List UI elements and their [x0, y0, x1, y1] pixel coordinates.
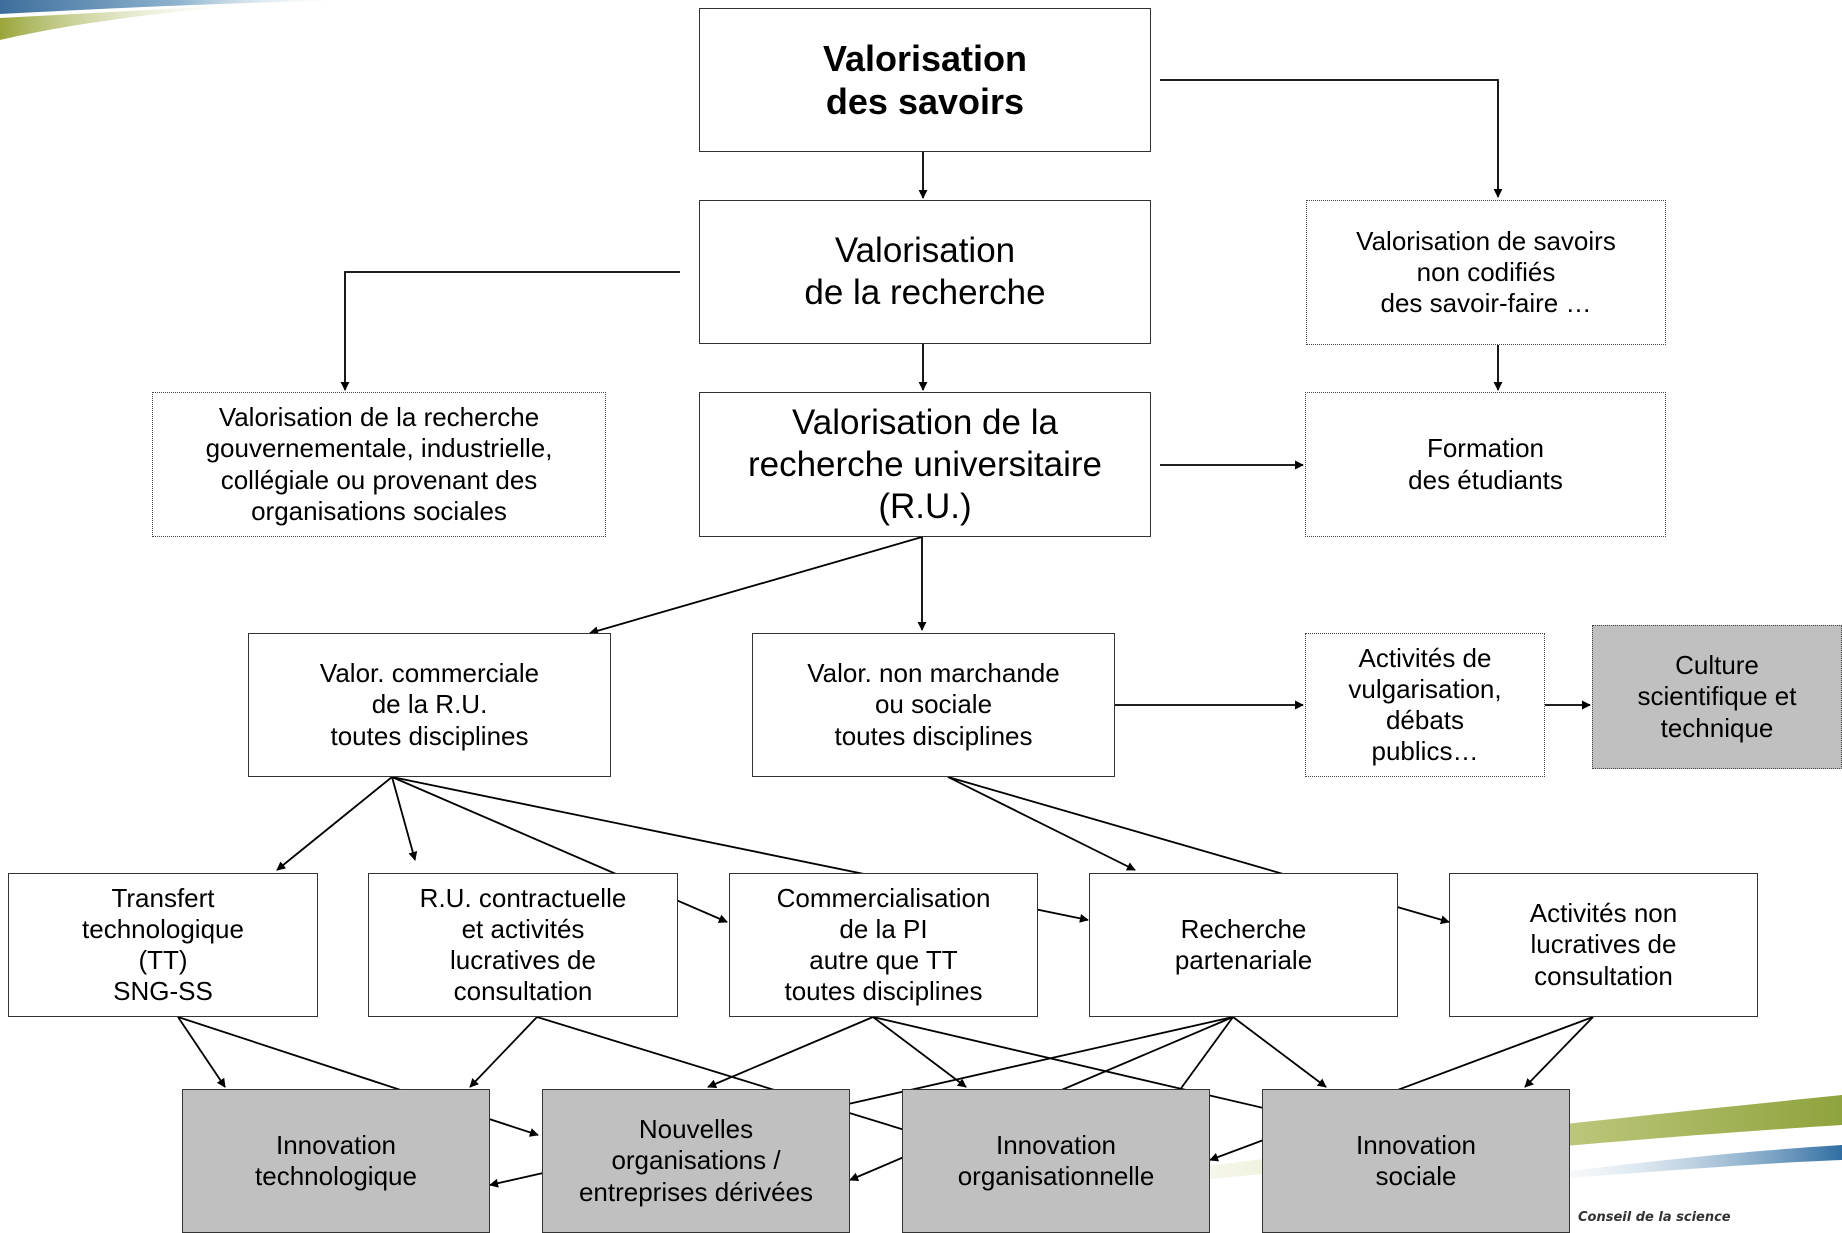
node-formation-etudiants: Formation des étudiants — [1305, 392, 1666, 537]
node-label: Valorisation de la recherche gouvernemen… — [205, 402, 553, 526]
node-label: Recherche partenariale — [1174, 913, 1313, 975]
node-innovation-technologique: Innovation technologique — [182, 1089, 490, 1233]
node-innovation-organisationnelle: Innovation organisationnelle — [902, 1089, 1210, 1233]
node-label: Valor. commerciale de la R.U. toutes dis… — [319, 658, 540, 751]
node-label: Culture scientifique et technique — [1637, 650, 1797, 743]
node-savoirs-non-codifies: Valorisation de savoirs non codifiés des… — [1306, 200, 1666, 345]
node-label: Valorisation de la recherche universitai… — [747, 402, 1103, 526]
node-label: Valor. non marchande ou sociale toutes d… — [807, 658, 1060, 751]
node-recherche-universitaire: Valorisation de la recherche universitai… — [699, 392, 1151, 537]
node-label: Activités de vulgarisation, débats publi… — [1348, 642, 1502, 767]
node-label: Valorisation des savoirs — [822, 37, 1028, 122]
node-label: Transfert technologique (TT) SNG-SS — [82, 882, 244, 1007]
node-transfert-technologique: Transfert technologique (TT) SNG-SS — [8, 873, 318, 1017]
node-recherche-gouvernementale: Valorisation de la recherche gouvernemen… — [152, 392, 606, 537]
node-label: Valorisation de la recherche — [804, 231, 1046, 312]
node-label: Activités non lucratives de consultation — [1529, 898, 1678, 991]
node-valor-non-marchande: Valor. non marchande ou sociale toutes d… — [752, 633, 1115, 777]
node-nouvelles-organisations: Nouvelles organisations / entreprises dé… — [542, 1089, 850, 1233]
node-activites-vulgarisation: Activités de vulgarisation, débats publi… — [1305, 633, 1545, 777]
footer-organization: Conseil de la science — [1578, 1210, 1731, 1225]
node-valorisation-recherche: Valorisation de la recherche — [699, 200, 1151, 344]
node-ru-contractuelle: R.U. contractuelle et activités lucrativ… — [368, 873, 678, 1017]
node-valor-commerciale: Valor. commerciale de la R.U. toutes dis… — [248, 633, 611, 777]
node-label: Innovation organisationnelle — [957, 1129, 1155, 1191]
node-label: Nouvelles organisations / entreprises dé… — [578, 1114, 814, 1207]
node-culture-scientifique: Culture scientifique et technique — [1592, 625, 1842, 769]
node-label: Innovation technologique — [255, 1129, 417, 1191]
node-valorisation-savoirs: Valorisation des savoirs — [699, 8, 1151, 152]
node-commercialisation-pi: Commercialisation de la PI autre que TT … — [729, 873, 1038, 1017]
node-label: Formation des étudiants — [1408, 433, 1563, 495]
node-label: R.U. contractuelle et activités lucrativ… — [419, 882, 627, 1007]
node-activites-non-lucratives: Activités non lucratives de consultation — [1449, 873, 1758, 1017]
node-recherche-partenariale: Recherche partenariale — [1089, 873, 1398, 1017]
node-label: Innovation sociale — [1356, 1129, 1476, 1191]
node-label: Valorisation de savoirs non codifiés des… — [1356, 225, 1616, 319]
node-innovation-sociale: Innovation sociale — [1262, 1089, 1570, 1233]
node-label: Commercialisation de la PI autre que TT … — [776, 882, 991, 1007]
